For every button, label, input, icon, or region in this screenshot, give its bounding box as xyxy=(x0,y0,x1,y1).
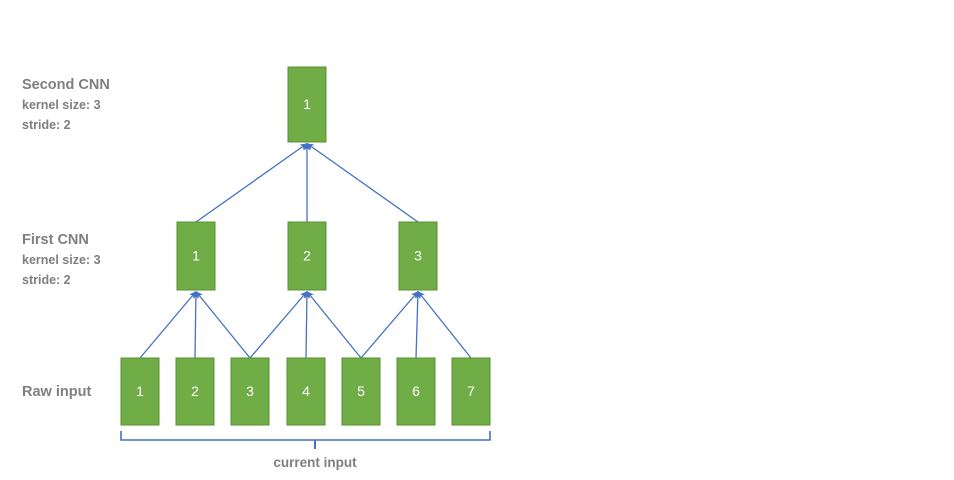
layer-param-line: kernel size: 3 xyxy=(22,98,101,113)
cell-label: 4 xyxy=(302,383,310,399)
layer-param-line: kernel size: 3 xyxy=(22,253,101,268)
cell-box[interactable] xyxy=(176,221,216,291)
cell-second-cnn-1[interactable]: 1 xyxy=(287,66,327,143)
cell-label: 3 xyxy=(414,248,422,264)
connection-edge xyxy=(306,291,362,359)
cell-label: 1 xyxy=(136,383,144,399)
cell-box[interactable] xyxy=(451,357,491,426)
cell-label: 3 xyxy=(246,383,254,399)
cell-first-cnn-2[interactable]: 2 xyxy=(287,221,327,291)
cell-box[interactable] xyxy=(120,357,160,426)
connection-edge xyxy=(192,290,200,359)
cell-label: 7 xyxy=(467,383,475,399)
connection-edge xyxy=(360,291,419,359)
cell-label: 2 xyxy=(303,248,311,264)
cell-label: 1 xyxy=(192,248,200,264)
layer-param-line: stride: 2 xyxy=(22,117,71,132)
layer-label-second-cnn: Second CNN kernel size: 3 stride: 2 xyxy=(22,74,110,135)
layer-param-line: stride: 2 xyxy=(22,272,71,287)
cell-box[interactable] xyxy=(230,357,270,426)
cell-raw-input-3[interactable]: 3 xyxy=(230,357,270,426)
cell-raw-input-5[interactable]: 5 xyxy=(341,357,381,426)
cell-box[interactable] xyxy=(287,221,327,291)
current-input-caption: current input xyxy=(273,455,357,470)
connection-edge xyxy=(139,291,197,359)
cell-label: 5 xyxy=(357,383,365,399)
boxes-group: 1 1 2 3 1 2 3 4 5 6 7 xyxy=(120,66,491,426)
cell-raw-input-6[interactable]: 6 xyxy=(396,357,436,426)
layer-title: First CNN xyxy=(22,232,89,248)
connection-edge xyxy=(249,291,308,359)
connection-edge xyxy=(414,290,422,359)
cell-label: 1 xyxy=(303,96,311,112)
cell-box[interactable] xyxy=(286,357,326,426)
cell-box[interactable] xyxy=(398,221,438,291)
cell-first-cnn-3[interactable]: 3 xyxy=(398,221,438,291)
connection-edge xyxy=(195,291,251,359)
cell-raw-input-2[interactable]: 2 xyxy=(175,357,215,426)
connection-edge xyxy=(417,291,472,359)
cell-box[interactable] xyxy=(396,357,436,426)
current-input-bracket xyxy=(120,431,491,441)
layer-label-first-cnn: First CNN kernel size: 3 stride: 2 xyxy=(22,229,101,290)
cell-box[interactable] xyxy=(287,66,327,143)
connection-edge xyxy=(303,290,311,359)
edges-group xyxy=(139,142,472,359)
cell-raw-input-1[interactable]: 1 xyxy=(120,357,160,426)
cell-first-cnn-1[interactable]: 1 xyxy=(176,221,216,291)
cell-box[interactable] xyxy=(341,357,381,426)
connection-edge xyxy=(306,142,419,223)
bracket-group xyxy=(120,431,491,449)
layer-label-raw-input: Raw input xyxy=(22,381,91,403)
cell-raw-input-4[interactable]: 4 xyxy=(286,357,326,426)
cell-label: 2 xyxy=(191,383,199,399)
connection-edge xyxy=(195,142,308,223)
layer-title: Raw input xyxy=(22,384,92,400)
layer-title: Second CNN xyxy=(22,77,110,93)
cell-box[interactable] xyxy=(175,357,215,426)
cell-raw-input-7[interactable]: 7 xyxy=(451,357,491,426)
cell-label: 6 xyxy=(412,383,420,399)
